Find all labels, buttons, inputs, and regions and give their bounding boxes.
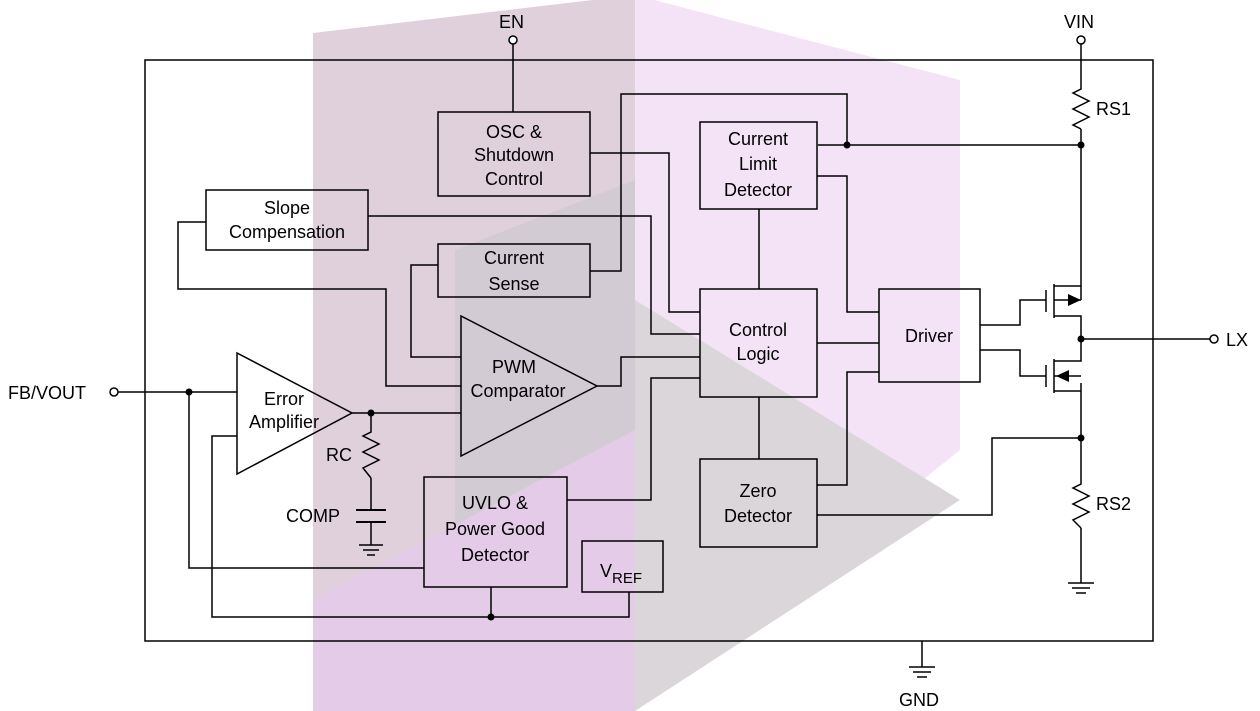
osc-block: [437, 111, 591, 197]
control-logic-block: [699, 288, 818, 398]
rs2-resistor: [1071, 480, 1091, 529]
chip-outline: [144, 59, 1154, 642]
error-amp-label-1: Error: [264, 389, 304, 409]
current-limit-block: [699, 121, 818, 210]
resistors: [361, 85, 1091, 529]
fb-vout-label: FB/VOUT: [8, 383, 86, 403]
component-labels: RS1 RS2 RC COMP: [286, 99, 1131, 526]
control-logic-label-1: Control: [729, 320, 787, 340]
wires: [118, 44, 1210, 667]
current-limit-label-2: Limit: [739, 154, 777, 174]
block-labels: OSC & Shutdown Control Current Limit Det…: [229, 122, 953, 587]
control-logic-label-2: Logic: [736, 344, 779, 364]
uvlo-label-2: Power Good: [445, 519, 545, 539]
osc-label-2: Shutdown: [474, 145, 554, 165]
uvlo-label-3: Detector: [461, 545, 529, 565]
vref-label: VREF: [600, 561, 642, 587]
driver-label: Driver: [905, 326, 953, 346]
rc-label: RC: [326, 445, 352, 465]
current-sense-label-2: Sense: [488, 274, 539, 294]
pwm-label-2: Comparator: [470, 381, 565, 401]
slope-label-2: Compensation: [229, 222, 345, 242]
current-limit-label-3: Detector: [724, 180, 792, 200]
mosfet-arrows: [1056, 294, 1081, 382]
rs2-label: RS2: [1096, 494, 1131, 514]
pin-terminals: [109, 35, 1219, 397]
comp-capacitor: [356, 509, 386, 523]
slope-block: [205, 189, 369, 251]
vref-main: V: [600, 561, 612, 581]
osc-label-1: OSC &: [486, 122, 542, 142]
block-boxes: [205, 111, 981, 593]
current-sense-label-1: Current: [484, 248, 544, 268]
gnd-label: GND: [899, 690, 939, 710]
rc-resistor: [361, 428, 381, 479]
junction-dots: [185, 141, 1085, 621]
error-amp-block: [236, 351, 354, 476]
lx-label: LX: [1226, 330, 1248, 350]
osc-label-3: Control: [485, 169, 543, 189]
vref-block: [581, 540, 664, 593]
rs1-resistor: [1071, 85, 1091, 130]
pwm-block: [460, 314, 599, 458]
ground-symbols: [359, 544, 1094, 678]
uvlo-block: [423, 476, 568, 588]
slope-label-1: Slope: [264, 198, 310, 218]
current-limit-label-1: Current: [728, 129, 788, 149]
vref-sub: REF: [612, 570, 642, 587]
vin-label: VIN: [1064, 12, 1094, 32]
comp-label: COMP: [286, 506, 340, 526]
current-sense-block: [437, 243, 591, 298]
zero-label-2: Detector: [724, 506, 792, 526]
zero-block: [699, 458, 818, 548]
en-label: EN: [499, 12, 524, 32]
watermark-logo: [313, 0, 960, 711]
pin-labels: EN VIN LX FB/VOUT GND: [8, 12, 1248, 710]
driver-block: [878, 288, 981, 383]
zero-label-1: Zero: [739, 481, 776, 501]
error-amp-label-2: Amplifier: [249, 412, 319, 432]
rs1-label: RS1: [1096, 99, 1131, 119]
pwm-label-1: PWM: [492, 357, 536, 377]
uvlo-label-1: UVLO &: [462, 493, 528, 513]
